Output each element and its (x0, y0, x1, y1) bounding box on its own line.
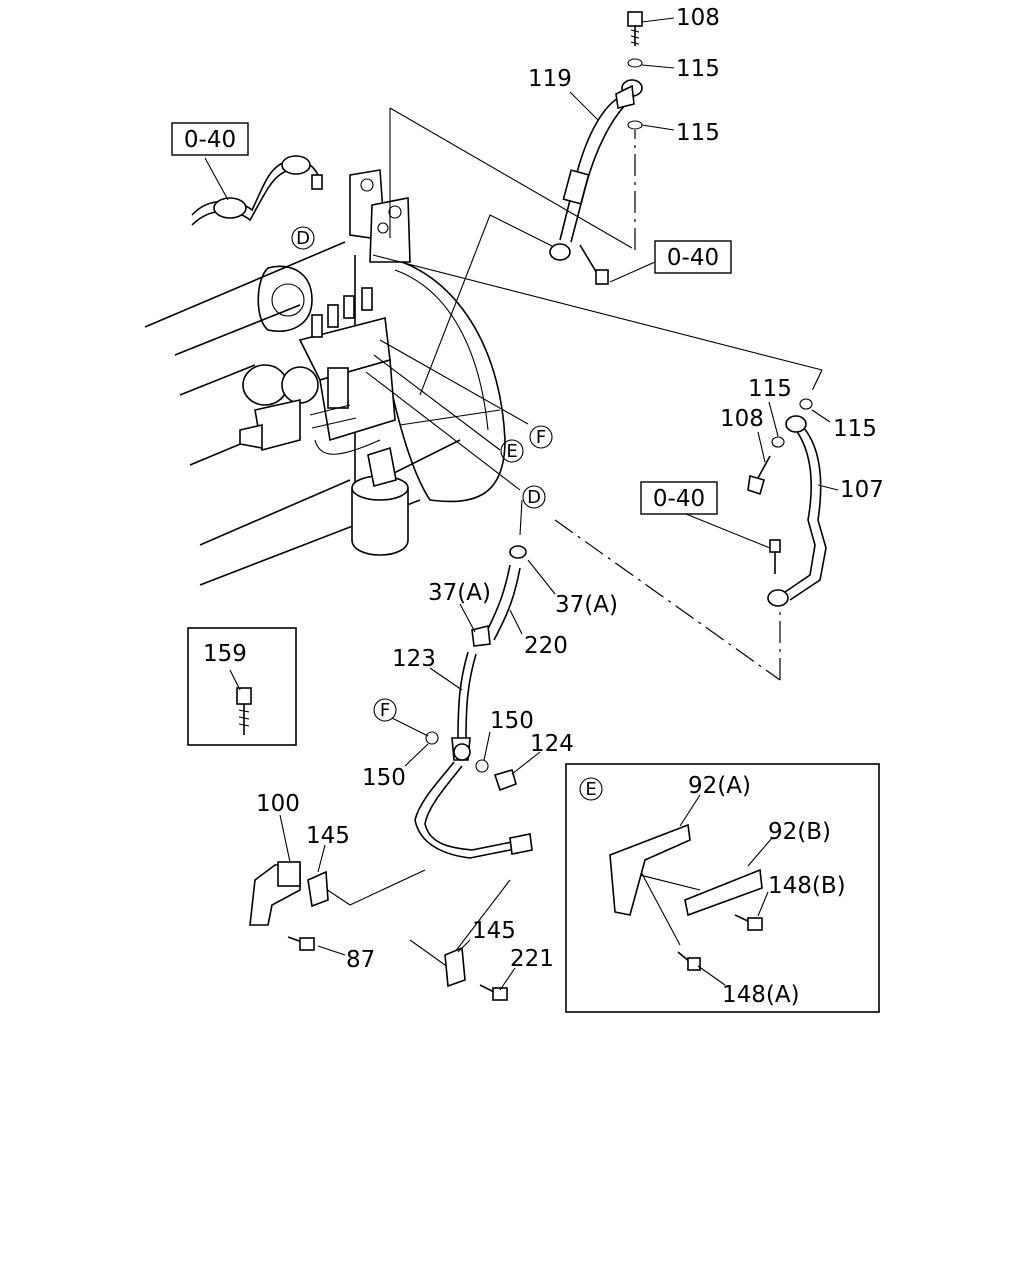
callout-37a-right: 37(A) (555, 592, 618, 618)
bolt-221 (479, 984, 508, 1001)
svg-text:F: F (380, 700, 390, 721)
callout-107: 107 (840, 477, 884, 503)
callout-119: 119 (528, 66, 572, 92)
ref-040-right: 0-40 (640, 481, 718, 515)
callout-leaders (204, 17, 839, 991)
clip-145-a (307, 870, 329, 908)
ref-040-left-label: 0-40 (184, 127, 236, 153)
callout-37a-left: 37(A) (428, 580, 491, 606)
callout-108-right: 108 (720, 406, 764, 432)
callout-92b: 92(B) (768, 819, 831, 845)
callout-159: 159 (203, 641, 247, 667)
callout-145-b: 145 (472, 918, 516, 944)
pipe-107 (767, 415, 827, 607)
ref-040-left: 0-40 (171, 122, 249, 156)
bolt-148a (677, 951, 701, 971)
ref-040-right-label: 0-40 (653, 486, 705, 512)
detail-e-box (565, 763, 880, 1013)
bolt-108-top (627, 11, 643, 46)
washer-115-top1 (627, 58, 643, 68)
callout-221: 221 (510, 946, 554, 972)
callout-labels: 108 115 115 119 115 108 115 107 37(A) 37… (203, 5, 884, 1008)
callout-145-a: 145 (306, 823, 350, 849)
callout-115-right-a: 115 (748, 376, 792, 402)
engine-assembly (144, 169, 506, 586)
callout-220: 220 (524, 633, 568, 659)
hose-220 (484, 545, 527, 641)
washer-150-b (475, 759, 489, 773)
callout-123: 123 (392, 646, 436, 672)
marker-f-left: F (373, 698, 397, 722)
ref-040-mid-label: 0-40 (667, 245, 719, 271)
marker-d-top: D (291, 226, 315, 250)
marker-d-mid: D (522, 485, 546, 509)
washer-115-right-b (799, 398, 813, 410)
callout-115-right-b: 115 (833, 416, 877, 442)
nut-124 (493, 769, 517, 792)
callout-150-b: 150 (362, 765, 406, 791)
washer-115-right-a (771, 436, 785, 448)
callout-148b: 148(B) (768, 873, 846, 899)
bolt-148b (734, 914, 763, 931)
ref-040-mid: 0-40 (654, 240, 732, 274)
marker-e-detail: E (579, 777, 603, 801)
bolt-159 (236, 687, 252, 735)
bolt-108-right (747, 455, 771, 496)
clip-145-b (444, 946, 466, 988)
marker-f-main: F (529, 425, 553, 449)
svg-text:E: E (585, 779, 596, 800)
detail-159-box (187, 627, 297, 746)
callout-115-top2: 115 (676, 120, 720, 146)
callout-92a: 92(A) (688, 773, 751, 799)
bracket-92b (684, 868, 763, 917)
callout-108-top: 108 (676, 5, 720, 31)
svg-text:F: F (536, 427, 546, 448)
leader-lines (319, 107, 823, 966)
callout-115-top1: 115 (676, 56, 720, 82)
bolt-mid (579, 244, 609, 285)
svg-text:D: D (527, 487, 541, 508)
bracket-92a (609, 823, 691, 916)
marker-e-main: E (500, 439, 524, 463)
washer-150-a (425, 731, 439, 745)
bolt-0-40-right (769, 539, 781, 574)
svg-text:D: D (296, 228, 310, 249)
hose-119 (549, 79, 643, 261)
callout-150-a: 150 (490, 708, 534, 734)
callout-148a: 148(A) (722, 982, 800, 1008)
washer-115-top2 (627, 120, 643, 130)
callout-87: 87 (346, 947, 375, 973)
pipe-123 (414, 651, 533, 859)
callout-100: 100 (256, 791, 300, 817)
bolt-87 (287, 936, 315, 951)
bracket-100 (249, 861, 301, 926)
svg-text:E: E (506, 441, 517, 462)
clamp-37a (471, 625, 491, 647)
callout-124: 124 (530, 731, 574, 757)
pipe-0-40-left (191, 155, 323, 226)
